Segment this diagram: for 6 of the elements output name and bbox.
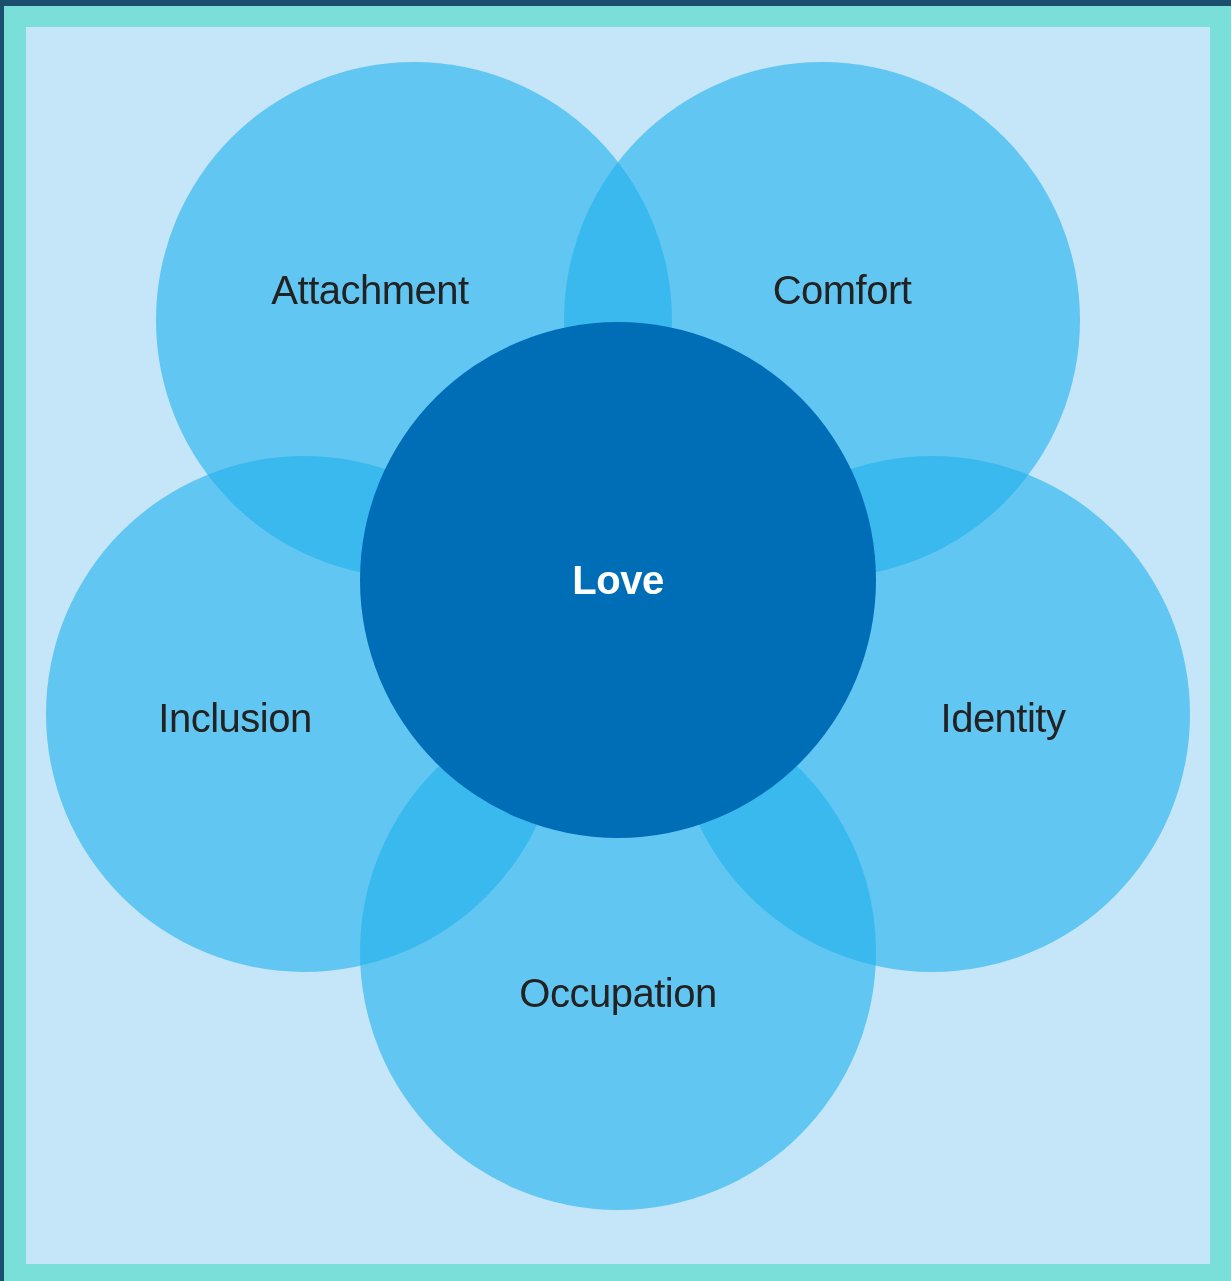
circle-label: Identity: [940, 695, 1066, 741]
circle-label: Inclusion: [158, 695, 312, 741]
circle-label: Attachment: [271, 267, 469, 313]
circle-label: Occupation: [519, 970, 717, 1016]
circle-label: Love: [572, 557, 664, 603]
circle-label: Comfort: [772, 267, 912, 313]
